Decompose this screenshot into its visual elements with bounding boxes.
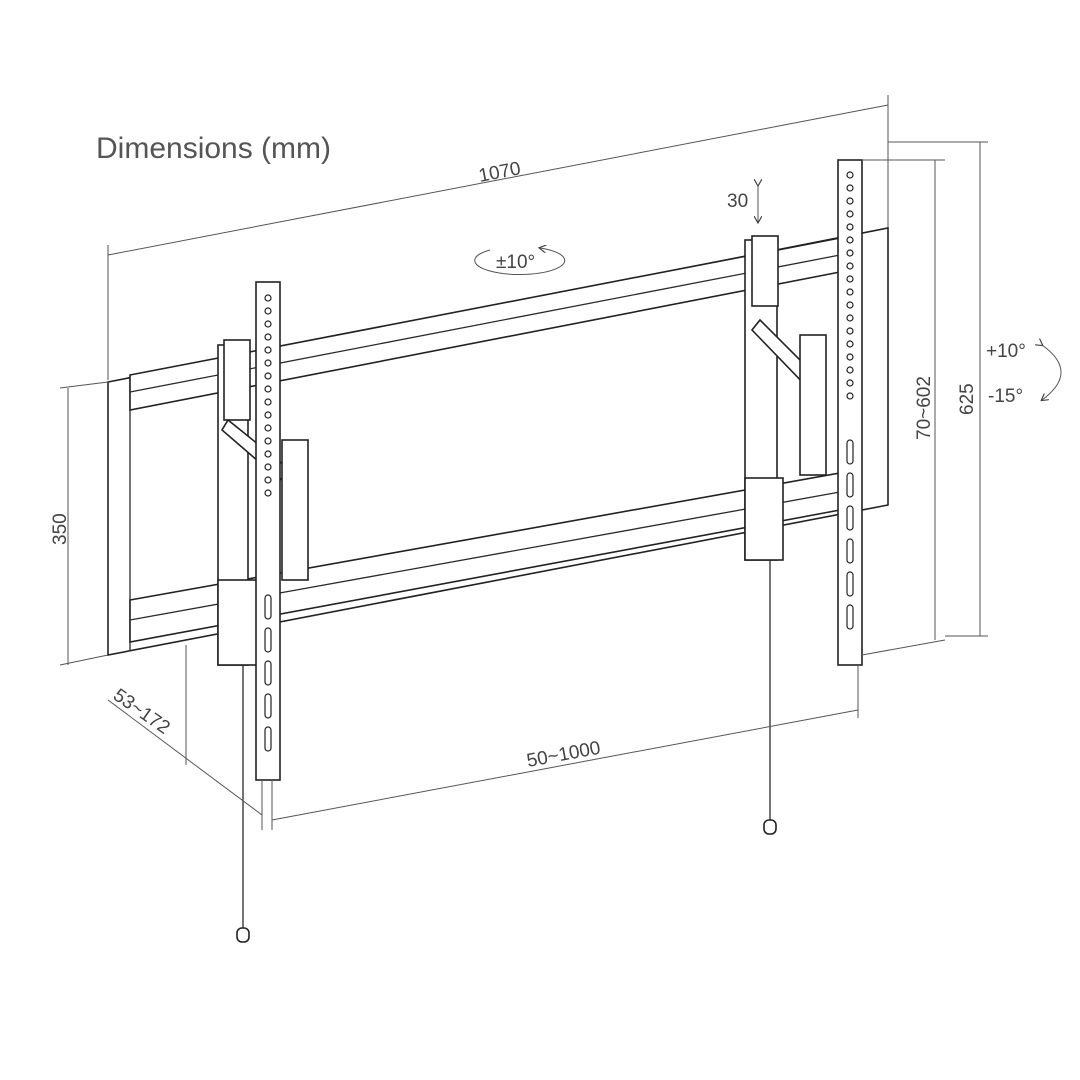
mounting-hole [846, 314, 854, 322]
mounting-hole [846, 288, 854, 296]
mounting-hole [846, 327, 854, 335]
mounting-hole [264, 333, 272, 341]
lift-dimension: 30 [727, 185, 758, 222]
mounting-hole [264, 346, 272, 354]
lift-label: 30 [727, 191, 748, 212]
mounting-hole [846, 353, 854, 361]
right-tilt-bracket [744, 159, 863, 835]
mounting-hole [264, 411, 272, 419]
mounting-hole [264, 372, 272, 380]
mounting-hole [846, 236, 854, 244]
arm-height-dimension: 625 [888, 141, 988, 637]
mounting-hole [846, 184, 854, 192]
left-tilt-bracket [217, 281, 309, 943]
mounting-hole [846, 301, 854, 309]
wall-plate-height-dimension: 350 [50, 381, 109, 666]
mounting-slot [846, 439, 854, 465]
mounting-slot [846, 604, 854, 630]
tilt-down-label: -15° [988, 386, 1023, 407]
mounting-slot [264, 627, 272, 653]
wall-distance-label: 53~172 [109, 685, 173, 739]
mounting-hole [264, 424, 272, 432]
diagram-title: Dimensions (mm) [96, 132, 331, 165]
mounting-slot [264, 693, 272, 719]
mounting-hole [846, 379, 854, 387]
vesa-height-label: 70~602 [914, 376, 935, 440]
mounting-hole [264, 476, 272, 484]
mounting-hole [264, 385, 272, 393]
mounting-hole [264, 359, 272, 367]
mounting-hole [846, 249, 854, 257]
mounting-hole [846, 275, 854, 283]
mounting-slot [846, 505, 854, 531]
mounting-hole [264, 437, 272, 445]
mounting-hole [264, 398, 272, 406]
mounting-hole [846, 210, 854, 218]
mounting-hole [264, 463, 272, 471]
mounting-hole [846, 392, 854, 400]
wall-distance-dimension: 53~172 [107, 645, 263, 830]
mounting-slot [264, 726, 272, 752]
mounting-slot [846, 538, 854, 564]
tilt-indicator: +10° -15° [986, 341, 1062, 407]
mounting-hole [264, 489, 272, 497]
mounting-hole [846, 223, 854, 231]
mounting-hole [846, 262, 854, 270]
rotation-label: ±10° [496, 252, 535, 273]
mounting-hole [264, 294, 272, 302]
mounting-hole [264, 307, 272, 315]
mounting-slot [846, 571, 854, 597]
mounting-slot [846, 472, 854, 498]
rotation-indicator: ±10° [474, 248, 566, 276]
mounting-hole [846, 171, 854, 179]
mounting-slot [264, 660, 272, 686]
mounting-hole [846, 366, 854, 374]
mounting-hole [264, 320, 272, 328]
vesa-height-dimension: 70~602 [861, 159, 946, 656]
mounting-hole [846, 197, 854, 205]
mounting-slot [264, 594, 272, 620]
arm-height-label: 625 [957, 383, 978, 415]
mounting-hole [264, 450, 272, 458]
tilt-up-label: +10° [986, 341, 1026, 362]
mounting-hole [846, 340, 854, 348]
vesa-width-label: 50~1000 [525, 738, 602, 772]
overall-width-label: 1070 [477, 158, 523, 187]
wall-plate-height-label: 350 [50, 513, 71, 545]
